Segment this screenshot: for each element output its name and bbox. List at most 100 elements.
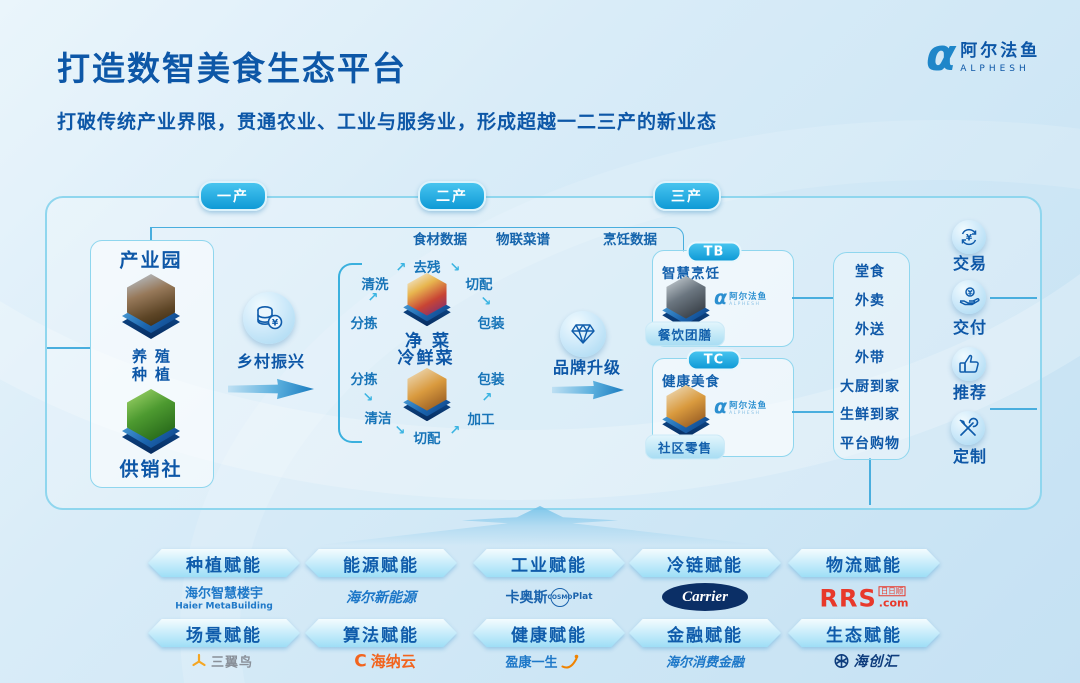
tc-tab: TC	[686, 349, 742, 371]
flow-arrow-icon: ↗	[481, 390, 493, 406]
alpha-logo-icon: α	[714, 287, 728, 309]
enabler-coldchain: 冷链赋能	[629, 549, 857, 591]
clean-veg-label: 净菜	[405, 331, 459, 352]
tools-icon	[959, 417, 979, 436]
tb-badge: 餐饮团膳	[644, 321, 726, 347]
dataflow-connector-stub	[150, 227, 152, 241]
haier-newenergy-logo: 海尔新能源	[346, 590, 416, 606]
haier-metabuilding-logo: 海尔智慧楼宇 Haier MetaBuilding	[175, 586, 273, 612]
flow-arrow-icon: ↗	[395, 260, 407, 276]
process-label-sort-top: 分拣	[350, 316, 378, 332]
three-wing-bird-icon	[192, 653, 206, 666]
transaction-icon: ¥	[961, 228, 977, 246]
company-logo: α 阿尔法鱼 ALPHESH	[926, 30, 1041, 81]
process-label-trim: 去残	[413, 260, 441, 276]
stage-badge-primary: 一产	[199, 181, 267, 211]
capability-payment: 交付	[952, 318, 988, 337]
industry-park-title: 产业园	[119, 249, 183, 272]
process-label-clean: 清洁	[364, 411, 392, 427]
tb-logo-cn: 阿尔法鱼	[729, 291, 768, 302]
service-dispatch: 外送	[855, 322, 885, 338]
data-label-iot-recipes: 物联菜谱	[496, 232, 550, 248]
flow-arrow-icon: ↗	[449, 423, 461, 439]
coins-icon: ¥	[257, 305, 283, 330]
enabler-algorithm: 算法赋能	[305, 619, 533, 661]
enabler-logistics: 物流赋能	[788, 549, 1016, 591]
flow-arrow-icon: ↘	[480, 294, 492, 310]
service-platform-shopping: 平台购物	[840, 436, 900, 452]
enabler-scene: 场景赋能	[148, 619, 376, 661]
service-takeout: 外带	[855, 350, 885, 366]
cosmoplat-logo: 卡奥斯 COSMO Plat	[505, 587, 593, 607]
process-label-wash: 清洗	[361, 277, 389, 293]
flow-arrow-icon: ↗	[367, 290, 379, 306]
tc-badge: 社区零售	[644, 434, 726, 460]
capability-customize: 定制	[952, 447, 988, 466]
supply-coop-title: 供销社	[119, 458, 183, 481]
process-label-cut: 切配	[465, 277, 493, 293]
tb-tab: TB	[686, 241, 742, 263]
services-bottom-connector	[869, 458, 871, 505]
thumbs-up-icon	[959, 354, 979, 373]
process-label-pack-top: 包装	[477, 316, 505, 332]
enabler-industry: 工业赋能	[473, 549, 701, 591]
process-label-pack-bottom: 包装	[477, 372, 505, 388]
alpha-logo-icon: α	[926, 30, 957, 81]
brand-diamond-circle	[560, 311, 606, 357]
service-delivery: 外卖	[855, 293, 885, 309]
carrier-logo: Carrier	[662, 583, 748, 611]
capability-transaction: 交易	[952, 254, 988, 273]
page-subtitle: 打破传统产业界限，贯通农业、工业与服务业，形成超越一二三产的新业态	[57, 111, 718, 133]
customize-circle	[951, 411, 985, 445]
alpha-logo-icon: α	[714, 396, 728, 418]
service-chef-home: 大厨到家	[840, 379, 900, 395]
process-label-process: 加工	[467, 412, 495, 428]
rural-coins-circle: ¥	[243, 292, 295, 344]
company-name-en: ALPHESH	[960, 64, 1030, 74]
process-label-cut-bottom: 切配	[413, 431, 441, 447]
healthy-food-photo-platform	[657, 384, 714, 439]
recommend-circle	[952, 347, 986, 381]
hainayun-logo: C 海纳云	[354, 651, 416, 671]
company-name-cn: 阿尔法鱼	[960, 41, 1041, 61]
netveg-photo-platform	[398, 272, 455, 327]
process-bracket	[338, 263, 362, 443]
park-planting-label: 种植	[131, 365, 179, 384]
diamond-icon	[571, 324, 595, 344]
tc-logo-en: ALPHESH	[729, 410, 761, 416]
park-left-connector	[47, 347, 90, 349]
enabler-health: 健康赋能	[473, 619, 701, 661]
enabler-ecosystem: 生态赋能	[788, 619, 1016, 661]
stage-badge-tertiary: 三产	[653, 181, 721, 211]
services-border-connector	[990, 297, 1037, 299]
haichuanghui-logo: 海创汇	[834, 651, 899, 671]
tb-title: 智慧烹饪	[662, 266, 720, 282]
stage-badge-secondary: 二产	[418, 181, 486, 211]
enabler-planting: 种植赋能	[148, 549, 376, 591]
payment-hand-icon: ¥	[959, 287, 980, 306]
services-panel	[833, 252, 910, 460]
tb-alphesh-logo: α 阿尔法鱼 ALPHESH	[714, 287, 768, 309]
park-breeding-label: 养殖	[131, 347, 179, 366]
capability-recommend: 推荐	[952, 383, 988, 402]
crops-photo-platform	[116, 389, 186, 455]
data-label-cooking: 烹饪数据	[603, 232, 657, 248]
flow-arrow-icon: ↘	[362, 390, 374, 406]
fresh-food-photo-platform	[398, 367, 455, 422]
sanyiniao-logo: 三翼鸟	[191, 652, 253, 671]
service-dine-in: 堂食	[855, 264, 885, 280]
svg-text:¥: ¥	[968, 289, 973, 297]
rural-revitalization-label: 乡村振兴	[236, 352, 306, 371]
brand-upgrade-label: 品牌升级	[552, 358, 622, 377]
dataflow-connector	[150, 227, 684, 252]
swoosh-person-icon	[561, 654, 579, 668]
haier-finance-logo: 海尔消费金融	[665, 655, 745, 671]
service-fresh-home: 生鲜到家	[840, 407, 900, 423]
rrs-logo: RRS 日日顺 .com	[819, 583, 909, 612]
livestock-photo-platform	[116, 274, 186, 340]
page-title: 打造数智美食生态平台	[57, 49, 407, 88]
yingkang-logo: 盈康一生	[505, 652, 580, 671]
smart-cooking-photo-platform	[657, 275, 714, 330]
cold-fresh-veg-label: 冷鲜菜	[397, 348, 455, 369]
